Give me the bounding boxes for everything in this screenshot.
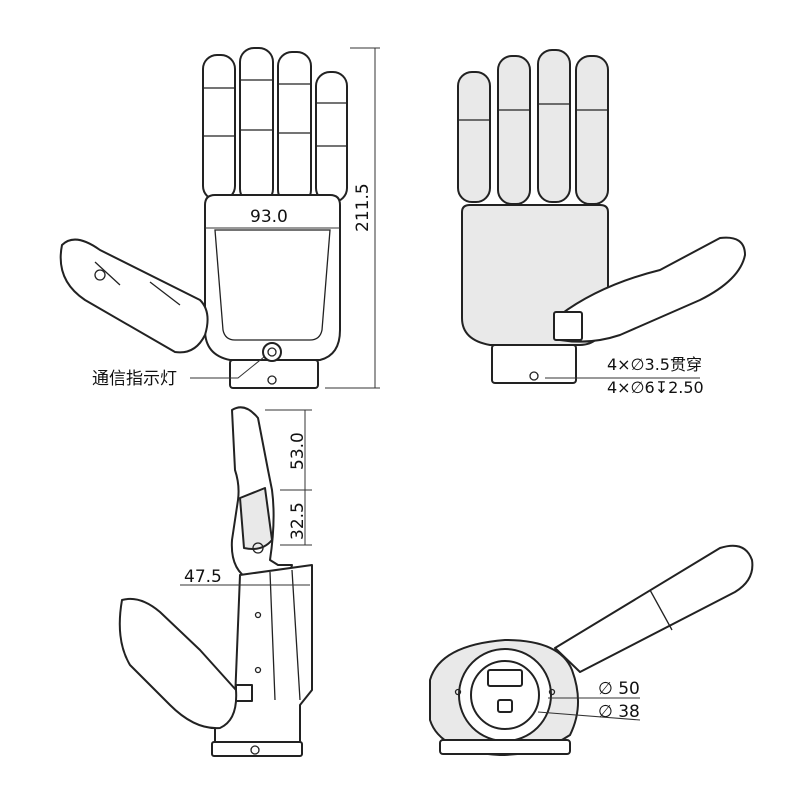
front-palm xyxy=(204,194,341,361)
bottom-arm xyxy=(554,544,754,673)
back-wrist-base xyxy=(491,344,577,384)
side-thumb xyxy=(118,597,238,730)
side-view xyxy=(118,406,313,757)
indicator-light-icon xyxy=(262,342,282,362)
back-thumb xyxy=(559,236,746,343)
side-palm-depth-label: 47.5 xyxy=(184,567,222,587)
front-thumb xyxy=(59,238,209,354)
back-hole-note-1: 4×∅3.5贯穿 xyxy=(607,355,702,374)
back-view xyxy=(457,49,746,384)
side-tip-length-label: 53.0 xyxy=(288,432,308,470)
bottom-base-lip xyxy=(439,739,571,755)
side-wrist-base xyxy=(211,741,303,757)
front-view xyxy=(59,47,380,389)
side-mid-length-label: 32.5 xyxy=(288,502,308,540)
back-hole-note-2: 4×∅6↧2.50 xyxy=(607,378,704,397)
bottom-outer-diameter-label: ∅ 50 xyxy=(598,679,640,699)
front-height-label: 211.5 xyxy=(353,183,373,232)
indicator-light-label: 通信指示灯 xyxy=(92,369,177,389)
bottom-view xyxy=(429,544,754,756)
bottom-inner-diameter-label: ∅ 38 xyxy=(598,702,640,722)
front-width-label: 93.0 xyxy=(250,207,288,227)
front-fingers xyxy=(202,47,348,205)
